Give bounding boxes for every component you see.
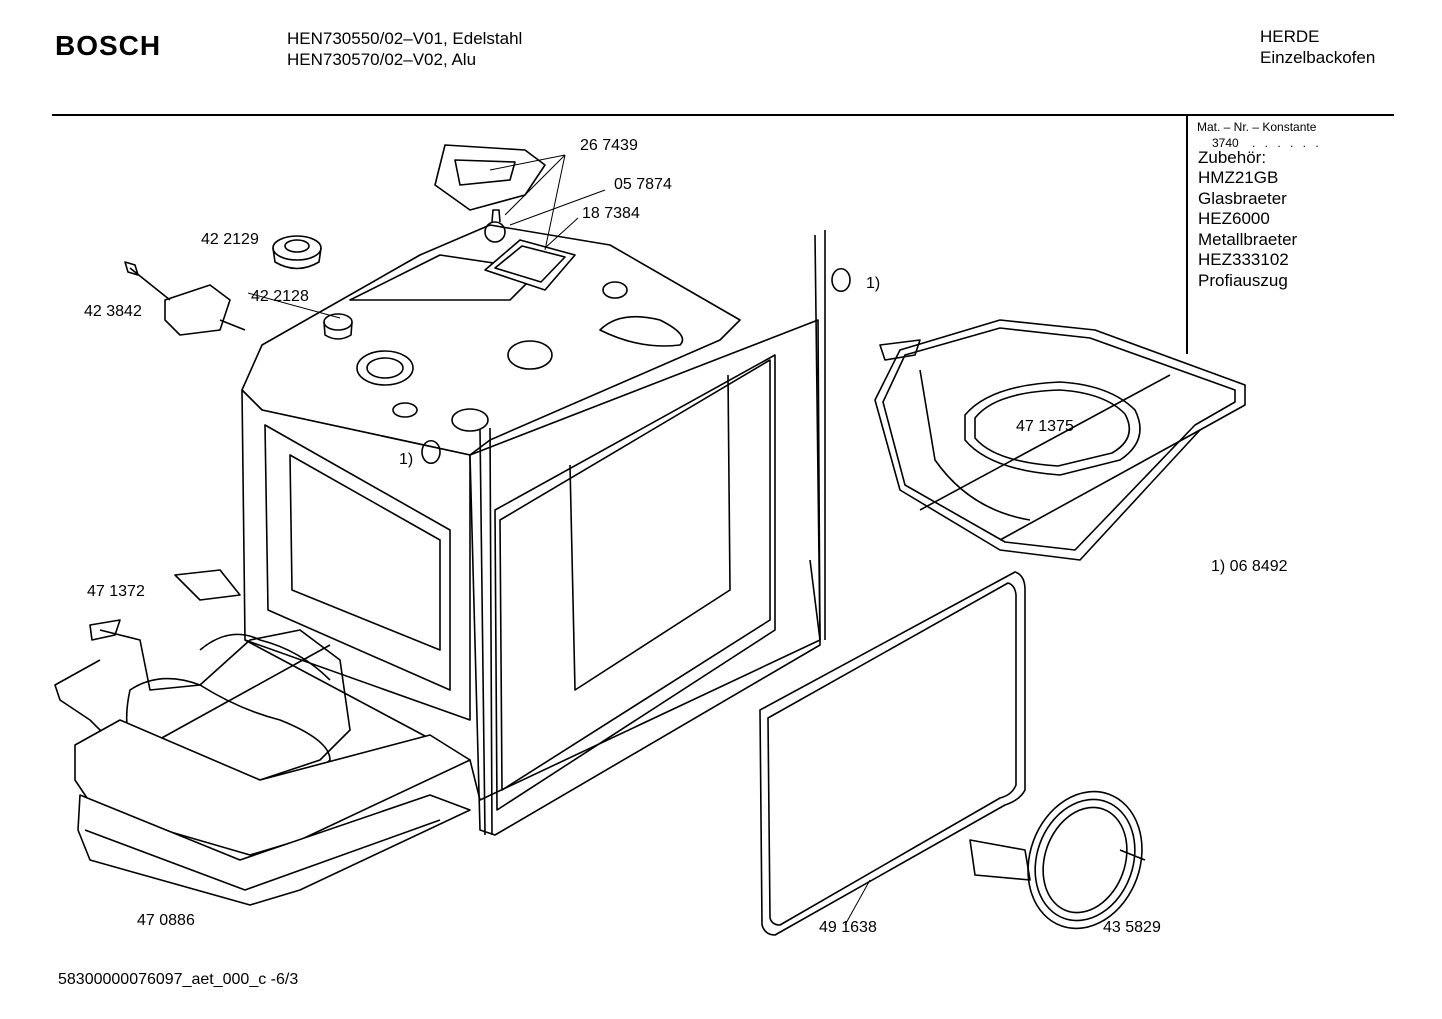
bottom-heating-element — [54, 629, 351, 791]
oven-housing-base — [244, 559, 821, 801]
door-seal — [759, 571, 1026, 936]
part-label-187384: 18 7384 — [582, 205, 640, 222]
part-label-423842: 42 3842 — [84, 303, 142, 320]
oven-top-cutout — [599, 315, 684, 347]
accessories-heading: Zubehör: — [1198, 148, 1267, 167]
oven-front-opening — [494, 354, 776, 811]
material-number-dots: . . . . . . — [1252, 136, 1322, 150]
brand-logo: BOSCH — [55, 30, 162, 61]
lamp-holder — [421, 440, 441, 464]
accessory-item: Metallbraeter — [1198, 230, 1298, 249]
insulation-mat — [74, 719, 471, 856]
category-line-2: Einzelbackofen — [1260, 48, 1376, 67]
vent-hole — [392, 402, 418, 418]
part-label-422128: 42 2128 — [251, 288, 309, 305]
vent-hole — [451, 408, 489, 432]
part-label-471375: 47 1375 — [1016, 418, 1074, 435]
top-heating-element — [874, 319, 1246, 561]
part-label-435829: 43 5829 — [1103, 919, 1161, 936]
oven-side-frame — [289, 454, 441, 651]
accessory-item: Profiauszug — [1198, 271, 1288, 290]
vent-hole — [602, 281, 628, 299]
accessory-item: HMZ21GB — [1198, 168, 1279, 187]
ring-heating-element — [1027, 790, 1143, 930]
oven-side-panel — [241, 389, 471, 721]
material-number-label: Mat. – Nr. – Konstante — [1197, 120, 1317, 134]
part-label-057874: 05 7874 — [614, 176, 672, 193]
header-rule — [52, 114, 1394, 116]
part-label-471372: 47 1372 — [87, 583, 145, 600]
model-line-2: HEN730570/02–V02, Alu — [287, 50, 477, 69]
note-label-1a: 1) — [866, 275, 881, 292]
temperature-switch — [164, 284, 231, 336]
lamp-bulb — [484, 221, 506, 243]
part-label-491638: 49 1638 — [819, 919, 877, 936]
accessory-divider — [1186, 116, 1188, 354]
document-id: 58300000076097_aet_000_c -6/3 — [58, 971, 299, 988]
material-number-value: 3740 — [1212, 136, 1239, 150]
note-reference: 1) 06 8492 — [1211, 558, 1288, 575]
oven-front-opening-inner — [499, 359, 771, 791]
part-label-470886: 47 0886 — [137, 912, 195, 929]
accessory-item: Glasbraeter — [1198, 189, 1287, 208]
accessory-item: HEZ333102 — [1198, 250, 1289, 269]
oven-front-frame — [469, 319, 821, 836]
part-label-422129: 42 2129 — [201, 231, 259, 248]
vent-hole — [366, 357, 404, 379]
insulation-mat — [77, 794, 471, 906]
model-line-1: HEN730550/02–V01, Edelstahl — [287, 29, 523, 48]
category-line-1: HERDE — [1260, 27, 1320, 46]
lamp-housing — [434, 144, 546, 211]
lamp-holder — [831, 268, 851, 292]
part-label-267439: 26 7439 — [580, 137, 638, 154]
vent-hole — [356, 350, 414, 386]
lamp-glass-cover — [484, 239, 576, 291]
vent-hole — [507, 340, 553, 370]
oven-side-inner — [264, 424, 451, 691]
accessory-item: HEZ6000 — [1198, 209, 1270, 228]
oven-cavity-depth — [569, 374, 731, 691]
note-label-1b: 1) — [399, 451, 414, 468]
